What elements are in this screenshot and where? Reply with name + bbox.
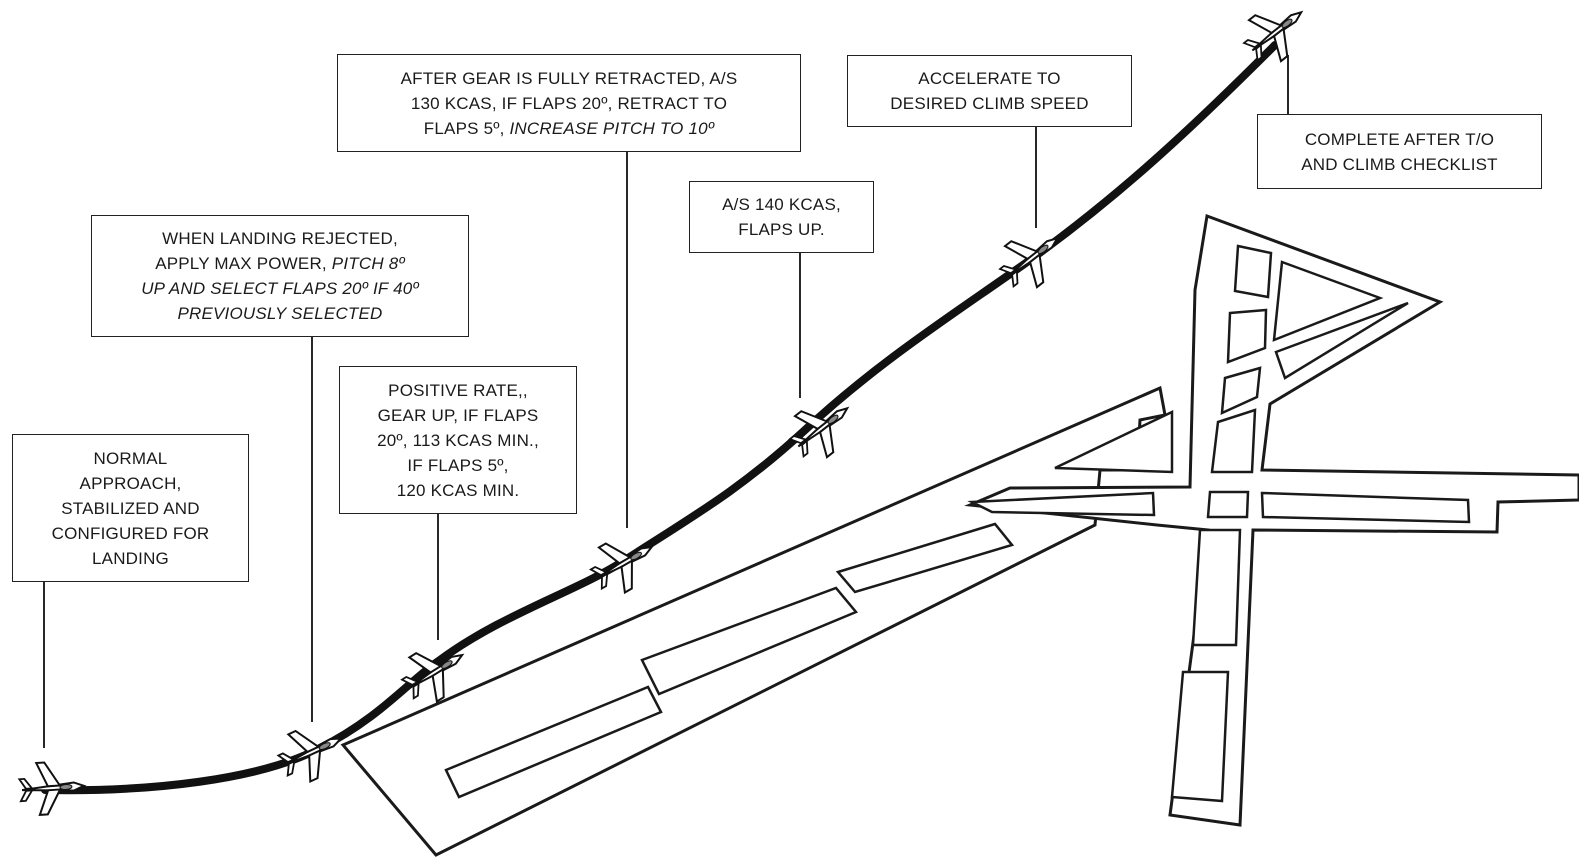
callout-text-italic: INCREASE PITCH TO 10º <box>509 118 715 138</box>
aircraft-icon <box>271 713 353 791</box>
callout-text: CONFIGURED FOR <box>51 523 210 543</box>
aircraft-icon <box>779 386 865 470</box>
aircraft-icon <box>989 216 1075 300</box>
runway-marking <box>835 522 1015 594</box>
callout-text: FLAPS 5º, <box>423 118 510 138</box>
callout-normal-approach: NORMAL APPROACH, STABILIZED AND CONFIGUR… <box>12 434 249 582</box>
callout-text: APPROACH, <box>79 473 182 493</box>
runway-marking <box>1054 410 1174 474</box>
callout-text: IF FLAPS 5º, <box>407 455 509 475</box>
callout-text: 120 KCAS MIN. <box>396 480 520 500</box>
callout-text: STABILIZED AND <box>61 498 200 518</box>
callout-accelerate: ACCELERATE TO DESIRED CLIMB SPEED <box>847 55 1132 127</box>
cross-runway-marking <box>1220 366 1262 416</box>
callout-text: WHEN LANDING REJECTED, <box>162 229 398 248</box>
callout-text: AFTER GEAR IS FULLY RETRACTED, A/S <box>400 68 738 88</box>
callout-text: POSITIVE RATE,, <box>388 380 528 400</box>
callout-text-italic: PREVIOUSLY SELECTED <box>177 304 383 323</box>
cross-runway-marking <box>1206 490 1250 519</box>
cross-runway-marking <box>1210 408 1257 474</box>
callout-gear-retracted: AFTER GEAR IS FULLY RETRACTED, A/S 130 K… <box>337 54 801 152</box>
callout-landing-rejected: WHEN LANDING REJECTED, APPLY MAX POWER, … <box>91 215 469 337</box>
callout-positive-rate: POSITIVE RATE,, GEAR UP, IF FLAPS 20º, 1… <box>339 366 577 514</box>
cross-runway-marking <box>1272 260 1384 342</box>
runway-marking <box>640 586 859 696</box>
callout-text: GEAR UP, IF FLAPS <box>377 405 539 425</box>
aircraft-icon <box>17 758 87 818</box>
callout-text: 20º, 113 KCAS MIN., <box>377 430 539 450</box>
cross-runway-marking <box>967 491 1156 517</box>
callout-text: DESIRED CLIMB SPEED <box>890 94 1089 113</box>
callout-text: LANDING <box>92 548 169 568</box>
cross-runway-marking <box>1226 308 1268 364</box>
callout-text: A/S 140 KCAS, <box>722 195 841 214</box>
callout-text: APPLY MAX POWER, <box>155 254 332 273</box>
callout-text: COMPLETE AFTER T/O <box>1304 129 1495 149</box>
callout-text-line: PREVIOUSLY SELECTED <box>100 301 460 326</box>
callout-text-italic: PITCH 8º <box>331 254 405 273</box>
callout-text-italic: UP AND SELECT FLAPS 20º IF 40º <box>141 279 419 298</box>
airfield <box>340 213 1579 857</box>
cross-runway-marking <box>1233 244 1273 299</box>
cross-runway-marking <box>1260 491 1471 524</box>
callout-text: NORMAL <box>93 448 168 468</box>
cross-runway-marking <box>1191 528 1242 647</box>
callout-text-line: UP AND SELECT FLAPS 20º IF 40º <box>100 276 460 301</box>
callout-complete-checklist: COMPLETE AFTER T/O AND CLIMB CHECKLIST <box>1257 114 1542 189</box>
callout-text: ACCELERATE TO <box>918 69 1061 88</box>
aircraft-icon <box>1233 0 1319 74</box>
cross-runway-marking <box>1170 670 1230 803</box>
cross-runway <box>964 213 1579 827</box>
cross-runway-marking <box>1274 301 1409 380</box>
callout-text: AND CLIMB CHECKLIST <box>1301 154 1498 174</box>
leader-lines <box>43 55 1289 748</box>
callout-text: 130 KCAS, IF FLAPS 20º, RETRACT TO <box>410 93 728 113</box>
callout-text-line: APPLY MAX POWER, PITCH 8º <box>100 251 460 276</box>
aircraft-icon <box>582 523 666 603</box>
callout-text: FLAPS UP. <box>738 220 825 239</box>
callout-text-line: FLAPS 5º, INCREASE PITCH TO 10º <box>346 116 792 141</box>
callout-flaps-up: A/S 140 KCAS, FLAPS UP. <box>689 181 874 253</box>
runway-marking <box>444 685 663 799</box>
